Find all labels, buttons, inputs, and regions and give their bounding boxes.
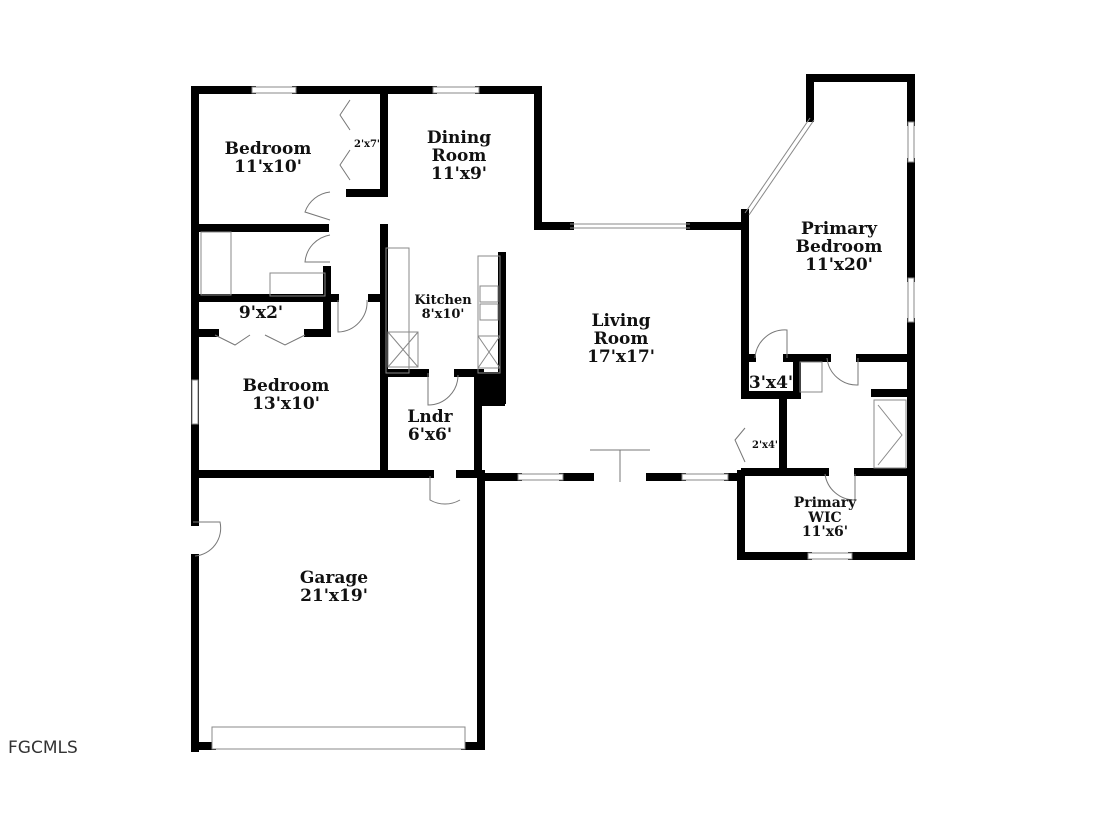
room-label: 9'x2' <box>238 303 284 323</box>
room-name: Kitchen <box>414 293 472 308</box>
room-size: 13'x10' <box>252 393 320 414</box>
room-name: Garage <box>299 568 369 588</box>
room-name: Primary WIC <box>793 495 857 526</box>
room-size: 11'x6' <box>801 524 849 541</box>
room-label: 3'x4' <box>748 373 794 393</box>
room-name: Primary Bedroom <box>795 219 883 257</box>
room-name: Living Room <box>591 311 651 349</box>
room-label: 2'x4' <box>751 440 779 452</box>
room-size: 6'x6' <box>407 424 453 445</box>
room-name: Dining Room <box>426 128 492 166</box>
doors <box>193 99 859 557</box>
room-label: 2'x7' <box>353 139 381 151</box>
room-size: 11'x20' <box>805 254 873 275</box>
room-size: 21'x19' <box>300 585 368 606</box>
room-size: 3'x4' <box>748 373 794 393</box>
room-name: Bedroom <box>224 139 312 159</box>
room-size: 2'x4' <box>751 440 779 451</box>
watermark: FGCMLS <box>8 738 78 758</box>
room-size: 11'x10' <box>234 156 302 177</box>
fixtures <box>200 231 907 469</box>
room-size: 8'x10' <box>421 306 465 322</box>
walls <box>191 74 915 752</box>
room-size: 17'x17' <box>587 346 655 367</box>
windows <box>191 86 915 750</box>
room-size: 11'x9' <box>430 163 488 184</box>
room-size: 9'x2' <box>238 303 284 323</box>
room-name: Bedroom <box>242 376 330 396</box>
room-name: Lndr <box>407 407 453 427</box>
room-size: 2'x7' <box>353 139 381 150</box>
chimney-block <box>480 372 505 406</box>
